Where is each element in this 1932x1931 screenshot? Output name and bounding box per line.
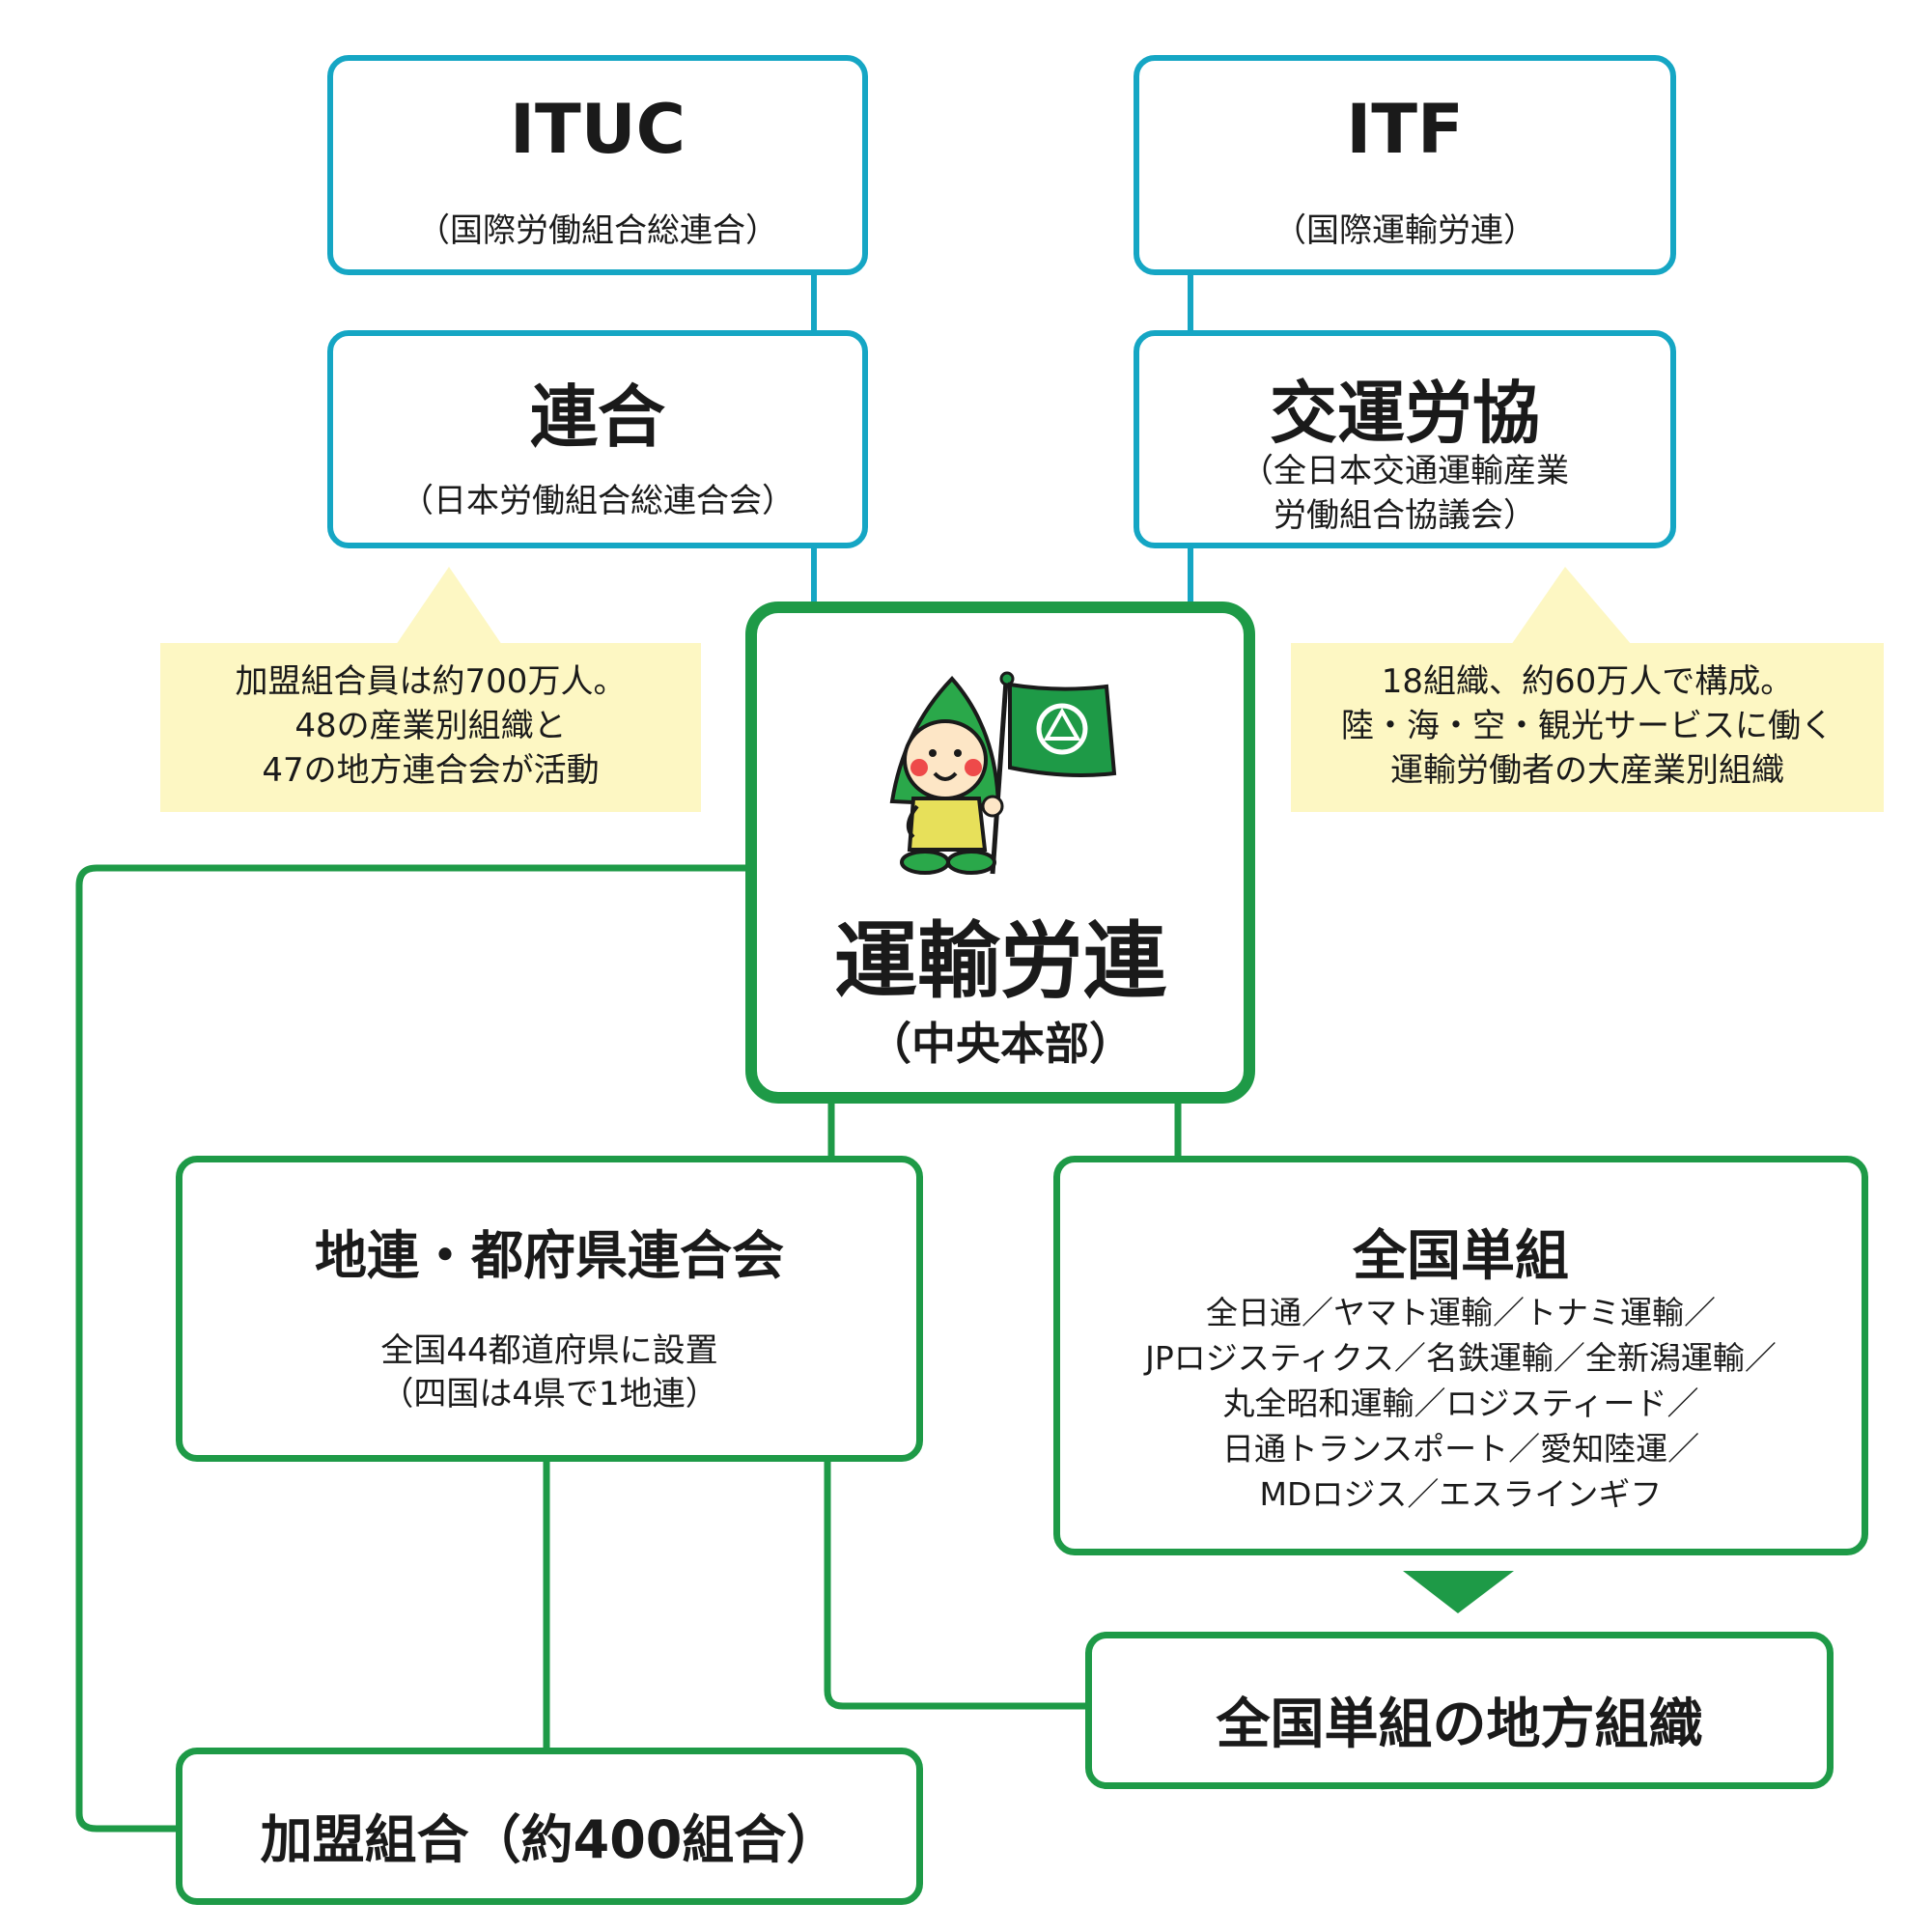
chiren-title: 地連・都府県連合会 [315, 1225, 784, 1286]
tankumi-member-line: 丸全昭和運輸／ロジスティード／ [1222, 1385, 1699, 1422]
ituc-subtitle: （国際労働組合総連合） [417, 211, 778, 250]
callout-pointer-right [1511, 567, 1632, 645]
center-title: 運輸労連 [834, 913, 1166, 1010]
rengo-subtitle: （日本労働組合総連合会） [401, 482, 795, 520]
koun-box: 交運労協 （全日本交通運輸産業 労働組合協議会） [1134, 330, 1676, 548]
koun-note-line: 陸・海・空・観光サービスに働く [1341, 707, 1834, 745]
tankumi-member-line: 全日通／ヤマト運輸／トナミ運輸／ [1206, 1294, 1716, 1331]
tankumi-box: 全国単組 全日通／ヤマト運輸／トナミ運輸／ JPロジスティクス／名鉄運輸／全新潟… [1053, 1156, 1868, 1555]
rengo-note: 加盟組合員は約700万人。 48の産業別組織と 47の地方連合会が活動 [160, 643, 701, 812]
down-arrow-icon [1403, 1571, 1514, 1613]
tankumi-member-list: 全日通／ヤマト運輸／トナミ運輸／ JPロジスティクス／名鉄運輸／全新潟運輸／ 丸… [1060, 1290, 1862, 1517]
ituc-box: ITUC （国際労働組合総連合） [327, 55, 868, 275]
itf-title: ITF [1346, 90, 1464, 169]
itf-subtitle: （国際運輸労連） [1274, 211, 1536, 250]
koun-note: 18組織、約60万人で構成。 陸・海・空・観光サービスに働く 運輸労働者の大産業… [1291, 643, 1884, 812]
chiren-line: 全国44都道府県に設置 [380, 1331, 718, 1370]
koun-subtitle-line2: 労働組合協議会） [1274, 496, 1536, 535]
tankumi-title: 全国単組 [1353, 1225, 1569, 1288]
rengo-note-line: 加盟組合員は約700万人。 [235, 662, 627, 701]
koun-subtitle-line1: （全日本交通運輸産業 [1241, 452, 1569, 490]
koun-note-line: 18組織、約60万人で構成。 [1381, 662, 1794, 701]
koun-title: 交運労協 [1270, 374, 1540, 453]
callout-pointer-left [396, 567, 502, 645]
tankumi-member-line: JPロジスティクス／名鉄運輸／全新潟運輸／ [1145, 1339, 1777, 1377]
local-org-title: 全国単組の地方組織 [1216, 1693, 1703, 1756]
mascot-with-flag-icon [889, 671, 1117, 875]
rengo-note-line: 47の地方連合会が活動 [262, 751, 600, 790]
koun-note-line: 運輸労働者の大産業別組織 [1390, 751, 1784, 790]
center-subtitle: （中央本部） [867, 1018, 1134, 1070]
member-unions-box: 加盟組合（約400組合） [176, 1748, 923, 1905]
tankumi-member-line: 日通トランスポート／愛知陸運／ [1221, 1430, 1700, 1468]
chiren-box: 地連・都府県連合会 全国44都道府県に設置 （四国は4県で1地連） [176, 1156, 923, 1462]
center-box: 運輸労連 （中央本部） [745, 602, 1255, 1104]
member-unions-title: 加盟組合（約400組合） [260, 1809, 839, 1870]
local-org-box: 全国単組の地方組織 [1085, 1632, 1834, 1789]
rengo-note-line: 48の産業別組織と [294, 707, 567, 745]
ituc-title: ITUC [509, 90, 686, 169]
chiren-line: （四国は4県で1地連） [380, 1375, 718, 1413]
rengo-box: 連合 （日本労働組合総連合会） [327, 330, 868, 548]
rengo-title: 連合 [530, 378, 665, 457]
tankumi-member-line: MDロジス／エスラインギフ [1259, 1475, 1663, 1513]
itf-box: ITF （国際運輸労連） [1134, 55, 1676, 275]
